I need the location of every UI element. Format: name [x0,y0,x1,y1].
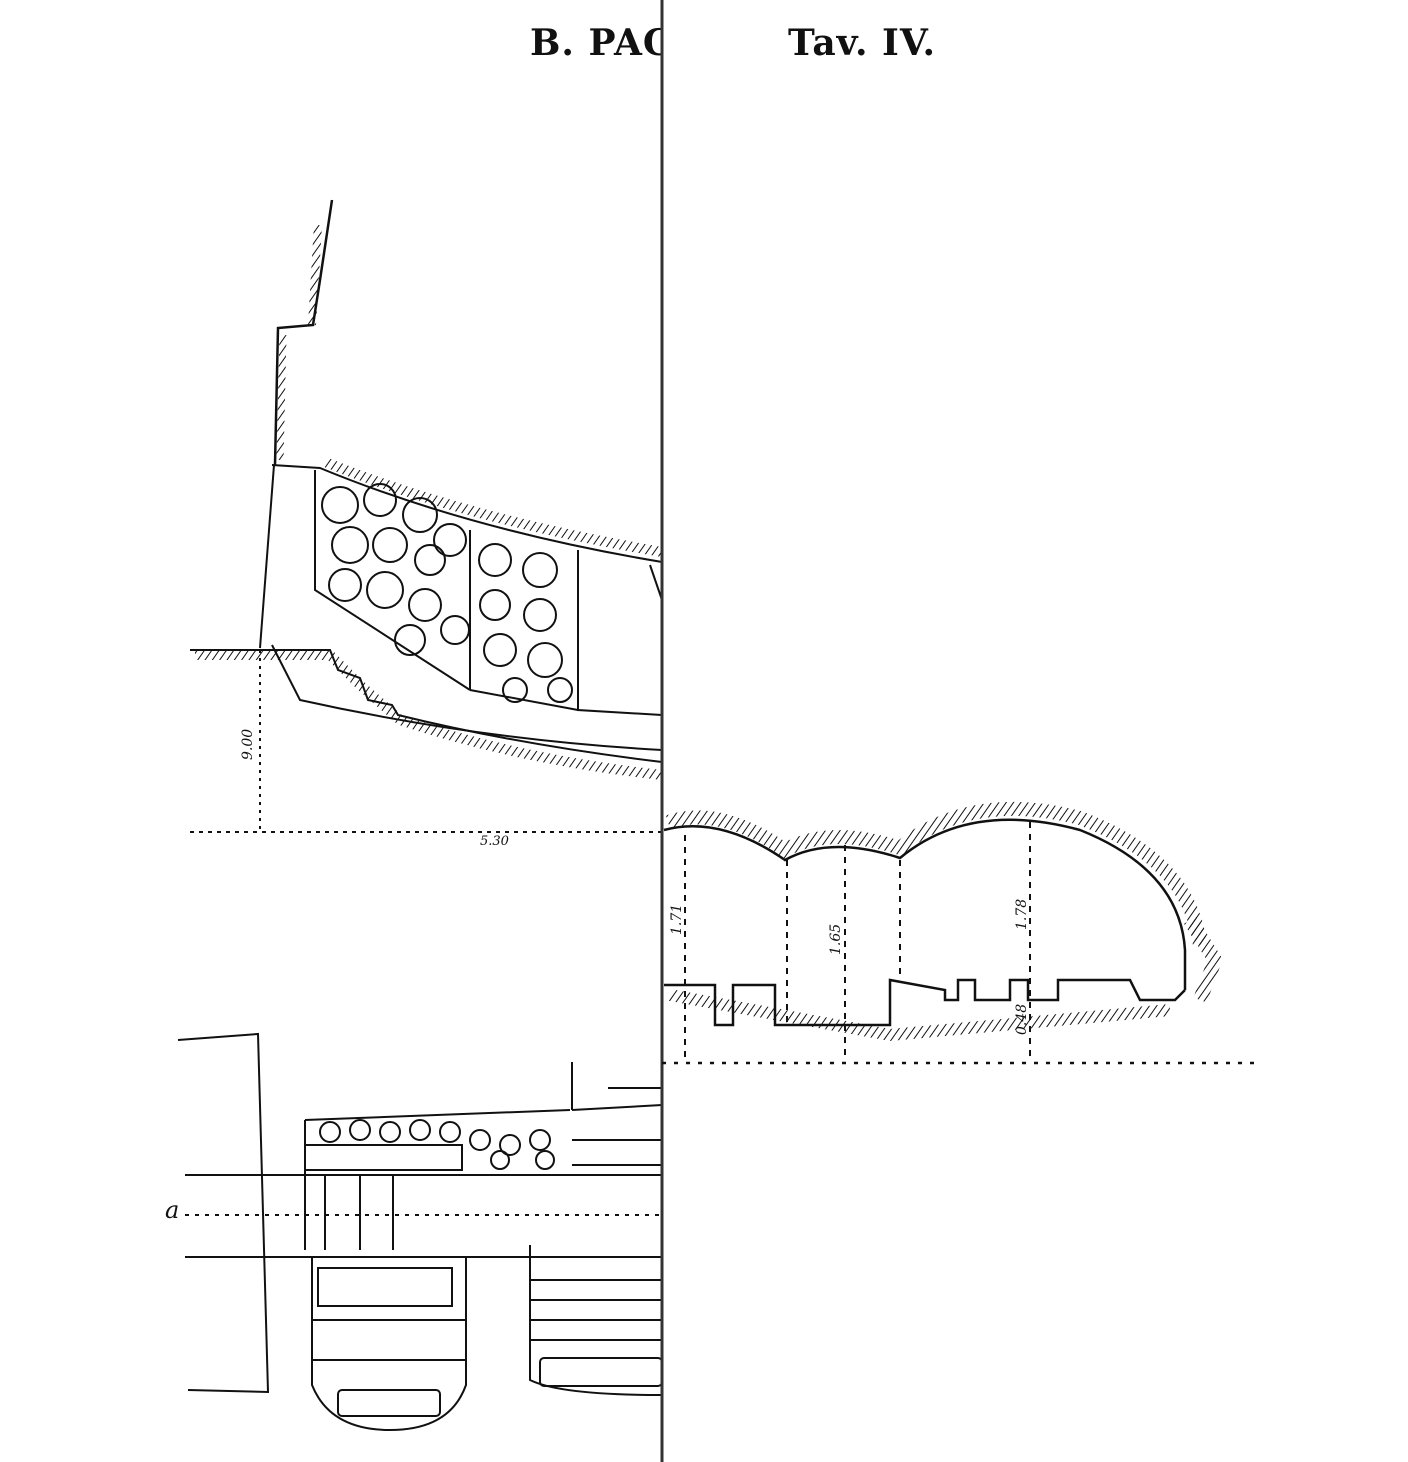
masonry-stones [321,483,573,703]
lower-plan-drawing [177,1032,663,1432]
plate-number-header: Tav. IV. [788,22,937,64]
upper-section-drawing [190,199,663,833]
plan-stones [319,1119,555,1170]
tomb-profile-drawing [662,801,1255,1065]
profile-dim-2-label: 1.65 [828,924,844,955]
profile-dim-1-label: 1.71 [669,904,685,935]
profile-dim-3-label: 1.78 [1014,899,1030,930]
section-width-label: 5.30 [480,834,509,849]
section-height-label: 9.00 [240,729,256,760]
plate-author-header: B. PAC [530,22,662,64]
profile-dim-4-label: 0.48 [1014,1004,1030,1035]
plan-marker-label: a [165,1196,179,1224]
